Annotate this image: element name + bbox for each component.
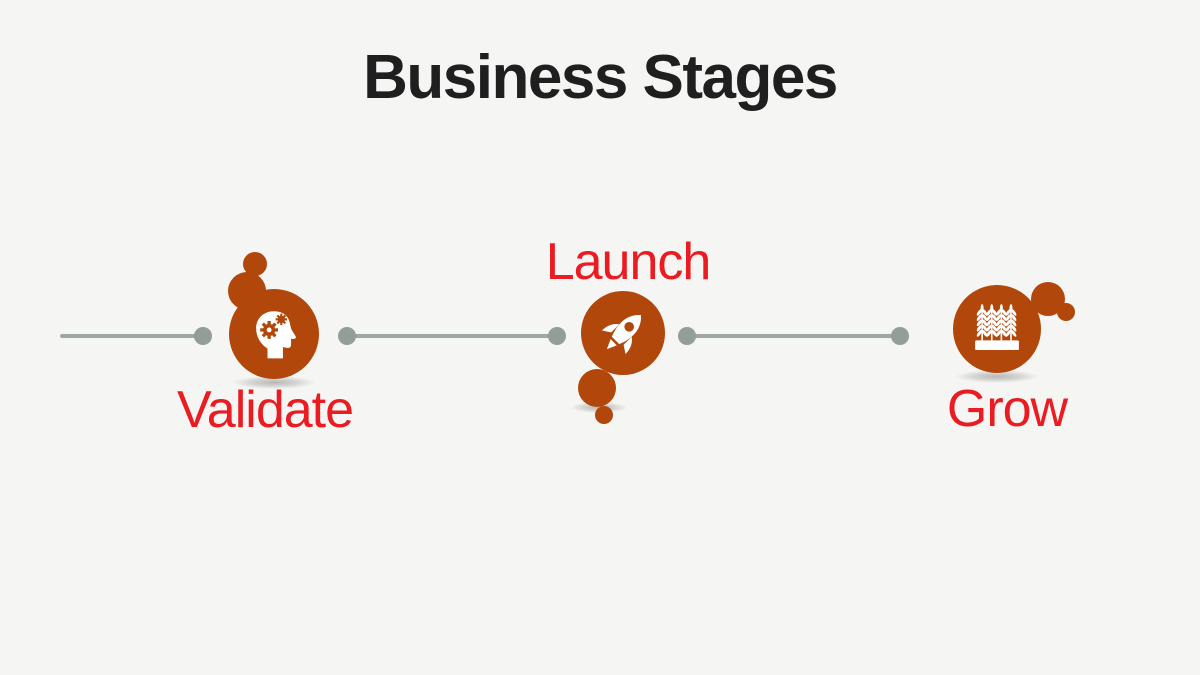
timeline-segment xyxy=(347,334,557,338)
slide-title: Business Stages xyxy=(363,43,838,112)
rocket-icon xyxy=(578,291,665,424)
timeline-dot xyxy=(678,327,696,345)
timeline-segment xyxy=(60,334,204,338)
timeline-dot xyxy=(548,327,566,345)
stage-label-validate: Validate xyxy=(176,381,354,439)
wheat-crops-icon xyxy=(953,282,1075,373)
timeline-dot xyxy=(194,327,212,345)
stage-label-grow: Grow xyxy=(946,380,1068,438)
timeline-dot xyxy=(891,327,909,345)
timeline-segment xyxy=(687,334,900,338)
stage-label-launch: Launch xyxy=(545,233,712,291)
grow-shadow xyxy=(955,370,1039,383)
validate-shadow xyxy=(232,376,316,389)
head-with-gears-icon xyxy=(228,252,319,379)
timeline-dot xyxy=(338,327,356,345)
launch-shadow xyxy=(570,402,628,413)
